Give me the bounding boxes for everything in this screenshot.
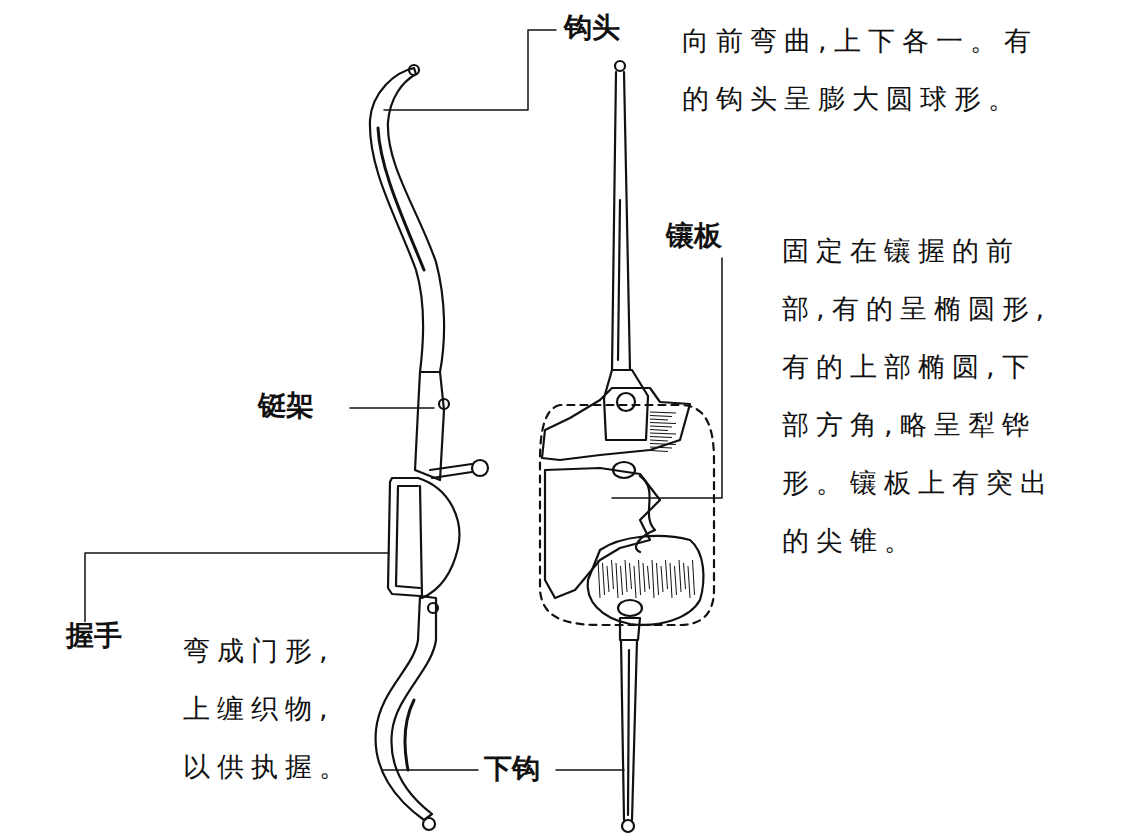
part-name: 下钩 <box>482 755 542 783</box>
hatch-stroke <box>650 437 672 438</box>
hatch-stroke <box>630 563 632 589</box>
hatch-stroke <box>693 560 695 595</box>
hatch-stroke <box>625 560 627 592</box>
part-name: 镶板 <box>664 222 724 250</box>
description: 弯成门形, 上缠织物, 以供执握。 <box>183 622 358 796</box>
hatch-stroke <box>650 440 668 441</box>
tang-block <box>604 370 648 440</box>
knob-ball <box>472 460 488 476</box>
hatch-stroke <box>603 563 605 595</box>
hatch-stroke <box>648 566 650 589</box>
hatch-stroke <box>650 419 668 420</box>
description: 固定在镶握的前 部,有的呈椭圆形, 有的上部椭圆,下 部方角,略呈犁铧 形。镶板… <box>782 222 1077 570</box>
part-name: 铤架 <box>256 392 316 420</box>
lower-stub <box>620 618 640 640</box>
hatch-stroke <box>621 566 623 595</box>
rod-shading <box>618 200 620 360</box>
part-name: 握手 <box>64 622 124 650</box>
plate-texture <box>598 412 695 598</box>
plate-fragment <box>545 468 660 598</box>
hatch-stroke <box>688 566 690 598</box>
upper-rod <box>612 72 630 370</box>
description: 向前弯曲,上下各一。有 的钩头呈膨大圆球形。 <box>682 12 1077 128</box>
hatch-stroke <box>684 563 686 589</box>
hatch-stroke <box>639 560 641 595</box>
knob-stem <box>430 464 472 478</box>
ring-hole <box>618 600 642 616</box>
hatch-stroke <box>643 563 645 592</box>
hatch-stroke <box>675 566 677 595</box>
hatch-stroke <box>679 560 681 592</box>
hatch-stroke <box>634 566 636 598</box>
hatch-stroke <box>650 430 668 431</box>
hatch-stroke <box>650 423 676 424</box>
limb-shading <box>405 700 414 770</box>
hook-ball <box>622 820 634 832</box>
stud <box>428 603 438 613</box>
hatch-stroke <box>650 426 672 427</box>
hatch-stroke <box>652 560 654 598</box>
hatch-stroke <box>616 563 618 598</box>
hatch-stroke <box>650 416 672 417</box>
stud <box>439 399 449 409</box>
hook-ball <box>423 818 435 830</box>
handle <box>388 478 420 596</box>
plate-fragment <box>588 536 704 625</box>
hatch-stroke <box>650 412 676 413</box>
limb-shading <box>378 128 424 270</box>
rivet <box>617 393 635 411</box>
hatch-stroke <box>670 563 672 598</box>
hatch-stroke <box>650 444 676 445</box>
part-name: 钩头 <box>562 14 622 42</box>
upper-limb <box>370 68 444 372</box>
lower-rod <box>621 640 637 820</box>
leader-line <box>85 553 388 622</box>
hatch-stroke <box>650 447 672 448</box>
leader-line <box>612 258 722 498</box>
hatch-stroke <box>657 563 659 595</box>
hatch-stroke <box>607 566 609 592</box>
handle-bulge <box>418 478 459 598</box>
hatch-stroke <box>661 566 663 592</box>
plate-outline <box>540 405 714 625</box>
hatch-stroke <box>666 560 668 589</box>
ring-hole <box>613 462 635 478</box>
hatch-stroke <box>650 433 676 434</box>
plate-fragment <box>542 388 690 460</box>
hatch-stroke <box>612 560 614 589</box>
crack <box>636 476 655 552</box>
leader-line <box>350 407 434 409</box>
hatch-stroke <box>598 560 600 598</box>
leader-line <box>384 30 556 110</box>
hook-ball <box>409 65 419 75</box>
lower-limb <box>376 596 436 820</box>
tang-frame <box>415 372 444 480</box>
hatch-stroke <box>650 451 668 452</box>
hook-ball <box>615 61 625 71</box>
